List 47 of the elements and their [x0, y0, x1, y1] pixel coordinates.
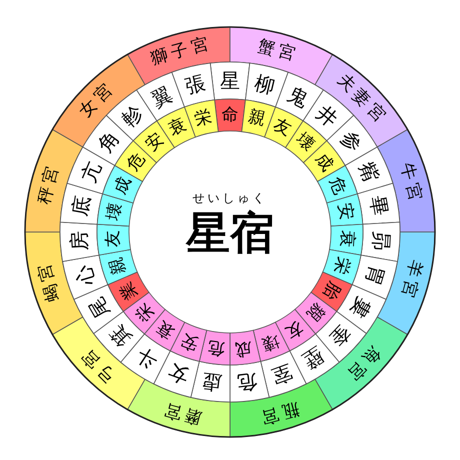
relation-label: 栄	[192, 106, 214, 130]
mansion-label: 虚	[201, 369, 224, 396]
zodiac-label: 瓶宮	[256, 398, 302, 428]
mansion-label: 亢	[76, 158, 106, 186]
relation-label: 親	[246, 106, 268, 130]
mansion-label: 觜	[354, 158, 384, 186]
mansion-label: 尾	[83, 293, 114, 322]
furigana: せいしゅく	[192, 191, 268, 205]
zodiac-label: 蟹宮	[256, 36, 302, 66]
relation-label: 成	[234, 337, 254, 360]
relation-label: 友	[102, 230, 124, 248]
title: 星宿	[186, 208, 274, 259]
mansion-label: 心	[70, 262, 100, 288]
mansion-label: 鬼	[284, 81, 312, 112]
zodiac-label: 蝎宮	[34, 258, 64, 304]
relation-label: 壊	[258, 330, 282, 354]
relation-label: 危	[324, 174, 350, 198]
zodiac-label: 秤宮	[34, 160, 64, 206]
mansion-label: 危	[236, 369, 259, 396]
mansion-label: 翼	[148, 81, 176, 112]
zodiac-label: 羊宮	[396, 258, 426, 304]
relation-label: 成	[110, 174, 136, 198]
relation-label: 衰	[336, 230, 358, 248]
mansion-label: 室	[268, 360, 296, 390]
mansion-label: 婁	[346, 293, 377, 322]
zodiac-label: 女宮	[76, 78, 120, 122]
relation-label: 友	[270, 114, 295, 140]
mansion-label: 胃	[360, 262, 390, 288]
mansion-label: 柳	[252, 70, 278, 99]
zodiac-label: 磨宮	[158, 398, 204, 428]
relation-label: 衰	[165, 114, 190, 140]
relation-label: 命	[222, 105, 238, 125]
relation-label: 安	[334, 202, 357, 222]
relation-label: 危	[206, 337, 226, 360]
relation-label: 栄	[330, 254, 354, 277]
mansion-label: 底	[67, 194, 94, 218]
mansion-label: 張	[182, 70, 208, 99]
zodiac-label: 牛宮	[396, 160, 426, 206]
mansion-label: 星	[220, 68, 240, 92]
relation-label: 壊	[103, 202, 126, 222]
relation-label: 安	[178, 330, 202, 354]
mansion-label: 昴	[368, 230, 394, 252]
relation-label: 親	[106, 254, 130, 277]
mansion-label: 房	[66, 230, 92, 252]
mansion-label: 女	[164, 360, 192, 390]
zodiac-label: 獅子宮	[148, 33, 214, 69]
mansion-label: 畢	[366, 194, 393, 218]
